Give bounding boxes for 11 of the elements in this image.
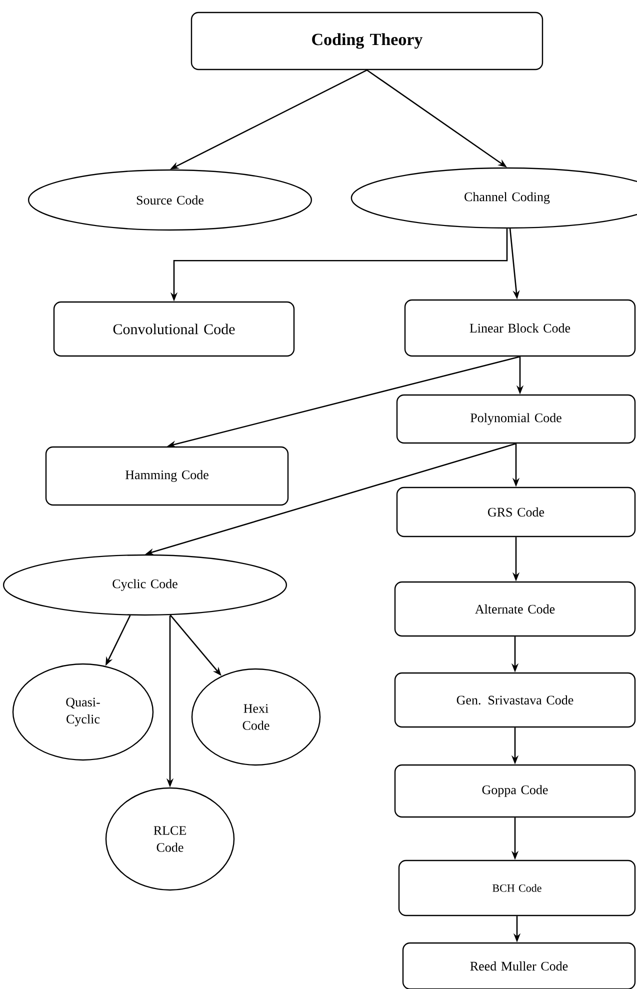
- process-box: Alternate Code: [394, 581, 636, 637]
- process-box: GRS Code: [396, 486, 636, 538]
- process-box: BCH Code: [398, 860, 636, 916]
- process-box: Goppa Code: [394, 764, 636, 818]
- process-box: Convolutional Code: [53, 301, 295, 357]
- process-box: Reed Muller Code: [402, 942, 636, 989]
- process-box: Coding Theory: [190, 12, 544, 70]
- process-box: Linear Block Code: [404, 299, 636, 357]
- process-box: Polynomial Code: [396, 394, 636, 444]
- process-box: Gen. Srivastava Code: [394, 672, 636, 728]
- process-box: Hamming Code: [45, 446, 289, 506]
